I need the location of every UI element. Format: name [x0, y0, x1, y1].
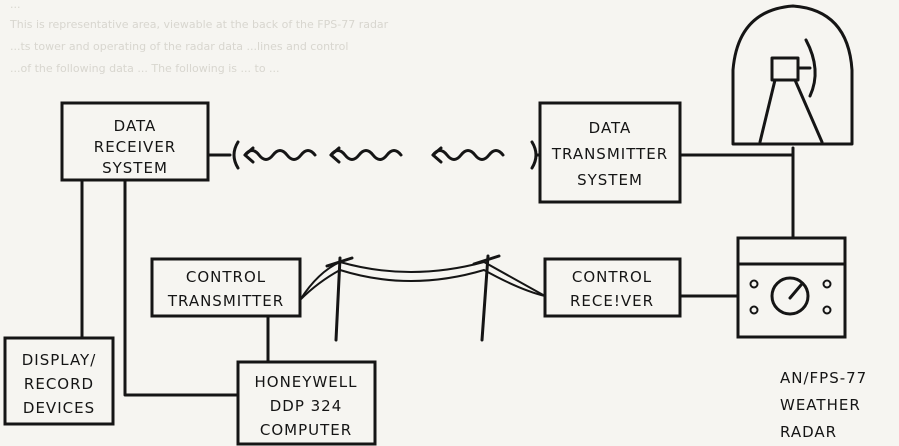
data-receiver-system-block: DATA RECEIVER SYSTEM [60, 101, 210, 182]
radar-reflector-dish [804, 38, 817, 98]
radar-console-dial [770, 276, 810, 316]
radio-wave-2 [329, 146, 403, 164]
bg-text-line-3: ...of the following data ... The followi… [10, 62, 280, 75]
bg-text-line-0: ... [10, 0, 21, 11]
radar-console-knob-2 [749, 305, 759, 315]
computer-line-2: DDP 324 [270, 397, 343, 415]
control-receiver-line-1: CONTROL [572, 268, 652, 286]
telephone-pole-right-crossarm [472, 254, 501, 266]
telephone-pole-right [480, 254, 490, 342]
background-text: ... This is representative area, viewabl… [9, 0, 389, 75]
bg-text-line-1: This is representative area, viewable at… [9, 18, 389, 31]
radar-dome-outline [731, 4, 854, 146]
data-receiver-line-2: RECEIVER [94, 138, 176, 156]
computer-line-1: HONEYWELL [255, 373, 358, 391]
radar-antenna-head [770, 56, 800, 82]
radar-console-knob-1 [749, 279, 759, 289]
telephone-wire-upper [299, 260, 546, 301]
data-receiver-line-3: SYSTEM [102, 159, 168, 177]
radar-dome-icon [731, 4, 854, 146]
computer-line-3: COMPUTER [260, 421, 352, 439]
radar-pedestal [758, 78, 824, 144]
display-record-line-2: RECORD [24, 375, 94, 393]
radar-label-line-2: WEATHER [780, 396, 861, 414]
honeywell-computer-block: HONEYWELL DDP 324 COMPUTER [236, 360, 377, 446]
data-radio-link [206, 140, 542, 170]
telephone-wire-lower [299, 268, 546, 301]
bg-text-line-2: ...ts tower and operating of the radar d… [10, 40, 348, 53]
control-transmitter-line-1: CONTROL [186, 268, 266, 286]
radio-wave-1 [243, 146, 317, 164]
connection-lines [80, 146, 795, 397]
radio-wave-3 [431, 146, 505, 164]
data-transmitter-line-3: SYSTEM [577, 171, 643, 189]
radar-label-line-3: RADAR [780, 423, 837, 441]
receiver-antenna-icon [232, 140, 240, 170]
radar-console-knob-4 [822, 305, 832, 315]
telephone-pole-left [334, 256, 342, 342]
radar-console-knob-3 [822, 279, 832, 289]
display-record-devices-block: DISPLAY/ RECORD DEVICES [3, 336, 115, 426]
radar-label: AN/FPS-77 WEATHER RADAR [780, 369, 867, 441]
radar-label-line-1: AN/FPS-77 [780, 369, 867, 387]
data-transmitter-line-2: TRANSMITTER [551, 145, 668, 163]
display-record-line-1: DISPLAY/ [22, 351, 97, 369]
control-transmitter-block: CONTROL TRANSMITTER [150, 257, 302, 318]
telephone-pole-left-crossarm [325, 256, 354, 268]
control-receiver-block: CONTROL RECE!VER [543, 257, 682, 318]
control-transmitter-line-2: TRANSMITTER [167, 292, 284, 310]
receiver-to-computer-line [123, 178, 240, 397]
control-receiver-line-2: RECE!VER [570, 292, 654, 310]
data-transmitter-system-block: DATA TRANSMITTER SYSTEM [538, 101, 682, 204]
data-transmitter-line-1: DATA [589, 119, 632, 137]
data-receiver-line-1: DATA [114, 117, 157, 135]
radar-console-icon [736, 236, 847, 339]
display-record-line-3: DEVICES [23, 399, 95, 417]
radar-console-dial-needle [788, 283, 803, 300]
control-telephone-line [299, 254, 546, 342]
